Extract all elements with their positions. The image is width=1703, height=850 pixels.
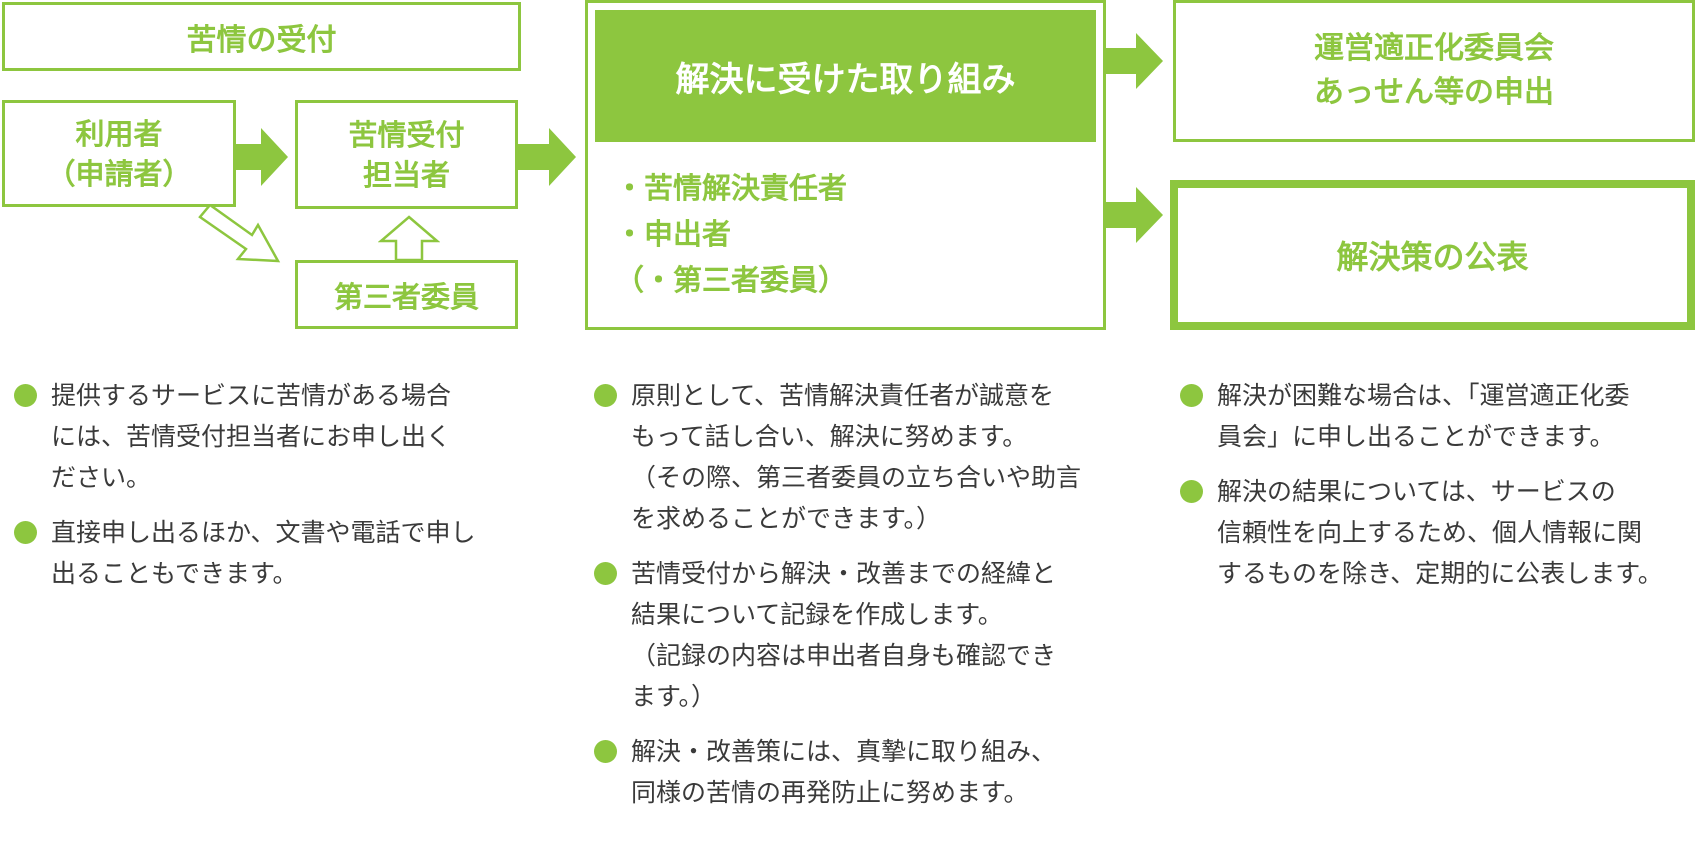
complaint-reception-box: 苦情の受付 [2,2,521,71]
participant-third-party: （・第三者委員） [615,263,848,297]
arrow-user-to-third-party-icon [198,205,281,263]
complaint-reception-label: 苦情の受付 [186,22,337,58]
participant-applicant: ・申出者 [615,217,732,251]
arrow-resolution-to-committee-icon [1106,33,1163,89]
third-party-box: 第三者委員 [295,260,518,329]
bullet-dot-icon [1180,480,1203,503]
notes-column-3: 解決が困難な場合は、「運営適正化委 員会」に申し出ることができます。 解決の結果… [1178,375,1663,608]
note-item: 直接申し出るほか、文書や電話で申し 出ることもできます。 [12,512,476,594]
bullet-dot-icon [14,521,37,544]
notes-column-2: 原則として、苦情解決責任者が誠意を もって話し合い、解決に努めます。 （その際、… [592,375,1081,827]
note-item: 苦情受付から解決・改善までの経緯と 結果について記録を作成します。 （記録の内容… [592,553,1081,717]
resolution-header: 解決に受けた取り組み [595,10,1096,142]
note-item: 解決・改善策には、真摯に取り組み、 同様の苦情の再発防止に努めます。 [592,731,1081,813]
complaint-staff-label: 苦情受付 [348,117,465,152]
committee-box: 運営適正化委員会 あっせん等の申出 [1173,0,1695,142]
bullet-dot-icon [14,384,37,407]
resolution-header-label: 解決に受けた取り組み [675,59,1016,100]
user-box: 利用者 （申請者） [2,100,236,207]
user-label: 利用者 [75,116,163,151]
participant-responsible: ・苦情解決責任者 [615,171,848,205]
complaint-staff-sublabel: 担当者 [362,157,450,192]
note-item: 提供するサービスに苦情がある場合 には、苦情受付担当者にお申し出く ださい。 [12,375,476,498]
committee-label: 運営適正化委員会 [1314,31,1554,66]
notes-column-1: 提供するサービスに苦情がある場合 には、苦情受付担当者にお申し出く ださい。 直… [12,375,476,608]
publication-label: 解決策の公表 [1336,238,1529,276]
bullet-dot-icon [1180,384,1203,407]
arrow-third-party-to-staff-icon [378,215,440,261]
arrow-staff-to-resolution-icon [518,128,576,186]
bullet-dot-icon [594,740,617,763]
arrow-user-to-staff-icon [236,128,288,186]
resolution-participants: ・苦情解決責任者 ・申出者 （・第三者委員） [615,165,847,303]
note-item: 解決が困難な場合は、「運営適正化委 員会」に申し出ることができます。 [1178,375,1663,457]
publication-box: 解決策の公表 [1170,180,1695,330]
note-item: 原則として、苦情解決責任者が誠意を もって話し合い、解決に努めます。 （その際、… [592,375,1081,539]
user-sublabel: （申請者） [46,156,192,191]
note-item: 解決の結果については、サービスの 信頼性を向上するため、個人情報に関 するものを… [1178,471,1663,594]
bullet-dot-icon [594,384,617,407]
bullet-dot-icon [594,562,617,585]
complaint-staff-box: 苦情受付 担当者 [295,100,518,209]
committee-sublabel: あっせん等の申出 [1314,75,1554,110]
arrow-resolution-to-publication-icon [1106,187,1163,243]
third-party-label: 第三者委員 [333,279,479,314]
